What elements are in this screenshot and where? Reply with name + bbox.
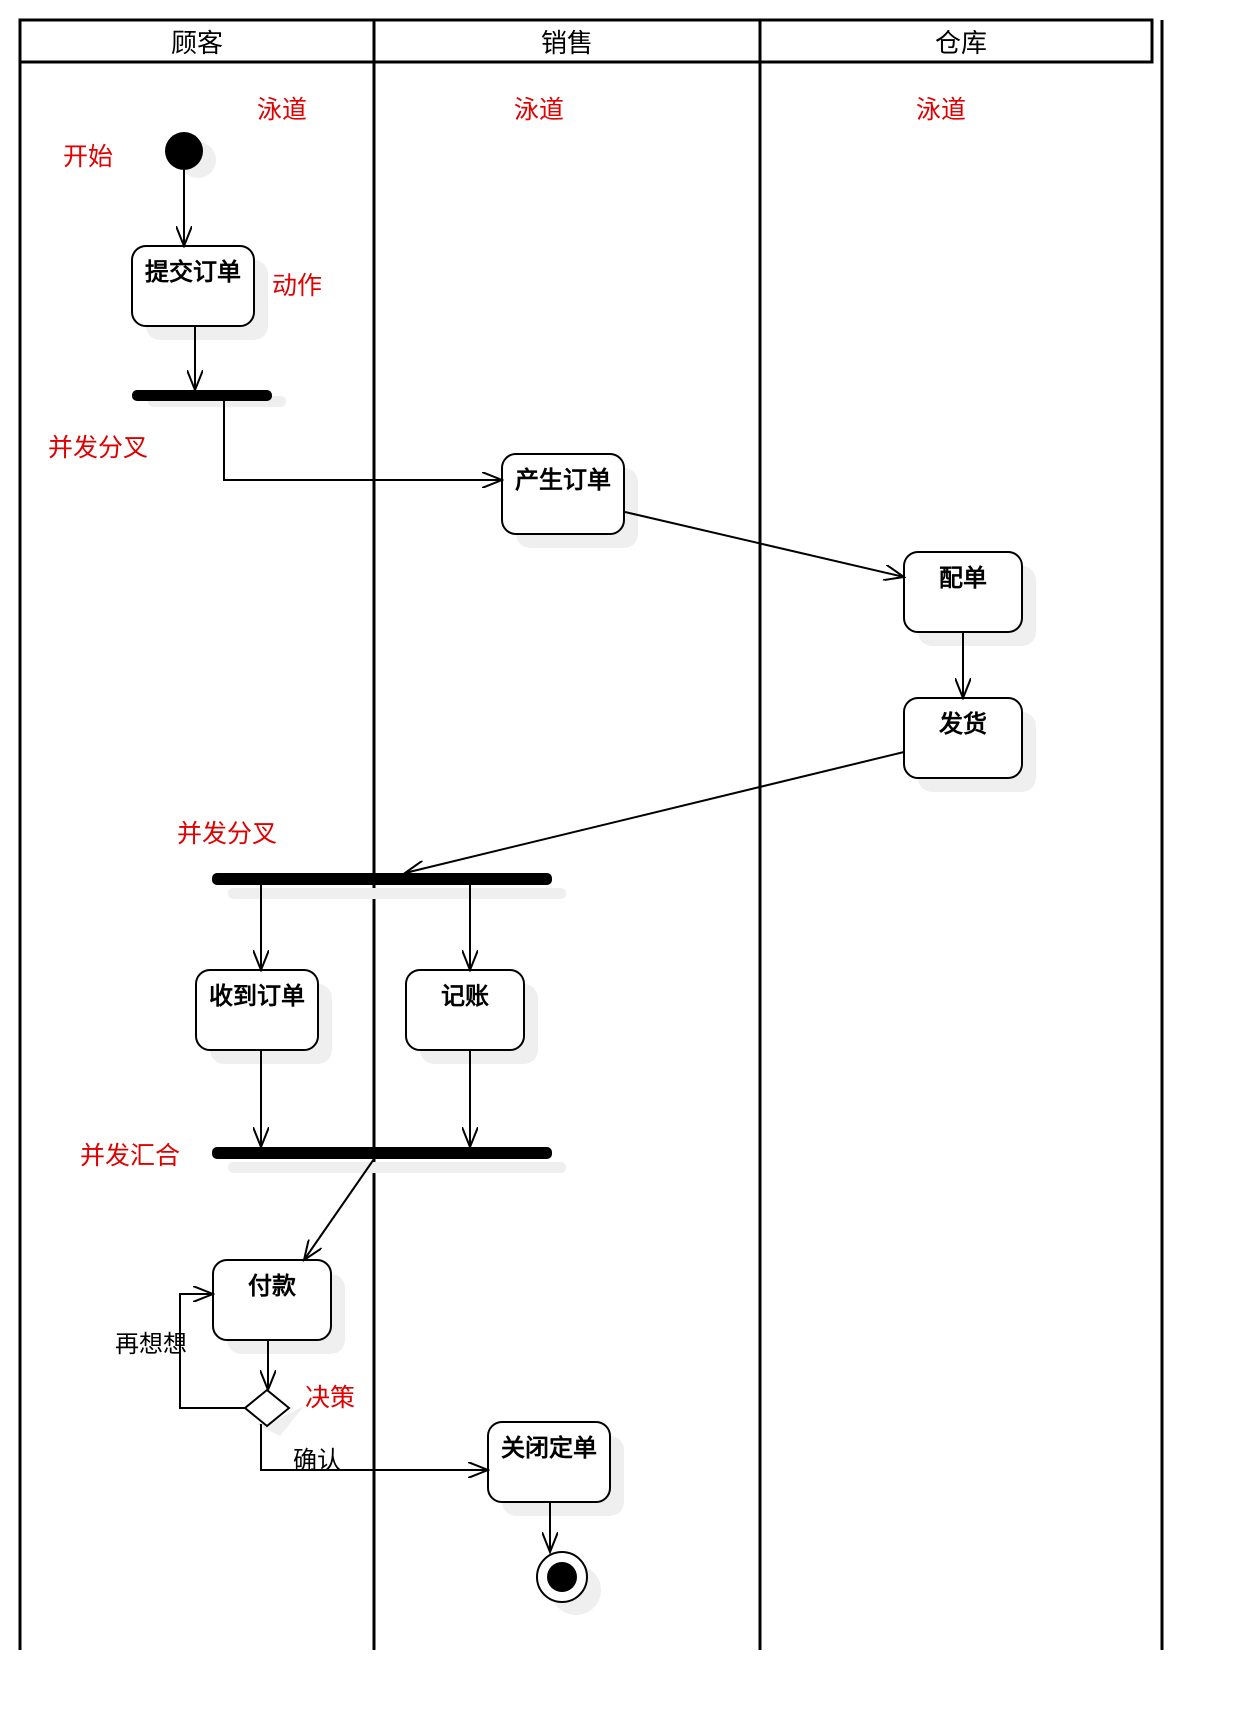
edge-generate-to-allocate xyxy=(624,511,904,577)
swimlane-frame xyxy=(18,18,1164,1650)
action-bookkeeping: 记账 xyxy=(405,969,538,1064)
lane-title-sales: 销售 xyxy=(541,29,593,59)
action-close-order-label: 关闭定单 xyxy=(501,1434,597,1462)
action-receive-order-label: 收到订单 xyxy=(209,982,305,1010)
edge-fork1-to-generate xyxy=(223,401,502,480)
lane-title-customer: 顾客 xyxy=(171,29,223,59)
action-annotation: 动作 xyxy=(272,271,322,300)
action-payment: 付款 xyxy=(212,1259,345,1354)
guard-confirm: 确认 xyxy=(293,1446,341,1474)
guard-reconsider: 再想想 xyxy=(115,1330,187,1358)
fork-annotation-2: 并发分叉 xyxy=(177,819,277,848)
lane-title-warehouse: 仓库 xyxy=(935,29,987,59)
action-allocate-label: 配单 xyxy=(939,564,987,592)
lane-annotation-sales: 泳道 xyxy=(514,95,564,124)
initial-node xyxy=(165,132,203,170)
action-generate-order-label: 产生订单 xyxy=(515,466,611,494)
action-submit-order-label: 提交订单 xyxy=(145,258,241,286)
fork-bar-2 xyxy=(212,873,552,885)
edge-decision-reconsider xyxy=(179,1294,245,1409)
action-receive-order: 收到订单 xyxy=(195,969,332,1064)
action-ship-label: 发货 xyxy=(938,710,987,738)
fork-bar-1 xyxy=(132,390,272,401)
join-bar-shadow xyxy=(228,1162,566,1173)
start-annotation: 开始 xyxy=(63,142,113,171)
action-allocate: 配单 xyxy=(903,551,1036,646)
fork-annotation-1: 并发分叉 xyxy=(48,433,148,462)
action-bookkeeping-label: 记账 xyxy=(441,982,489,1010)
lane-annotation-customer: 泳道 xyxy=(257,95,307,124)
final-node xyxy=(547,1562,577,1592)
lane-annotation-warehouse: 泳道 xyxy=(916,95,966,124)
action-generate-order: 产生订单 xyxy=(501,453,638,548)
decision-annotation: 决策 xyxy=(305,1383,355,1412)
edge-join-to-payment xyxy=(304,1158,375,1260)
edge-ship-to-fork2 xyxy=(405,751,905,873)
action-close-order: 关闭定单 xyxy=(487,1421,624,1516)
action-payment-label: 付款 xyxy=(248,1272,297,1300)
fork-bar-2-shadow xyxy=(228,888,566,899)
decision-node xyxy=(243,1388,291,1428)
action-submit-order: 提交订单 xyxy=(131,245,268,340)
join-annotation: 并发汇合 xyxy=(80,1141,180,1170)
action-ship: 发货 xyxy=(903,697,1036,792)
edge-decision-confirm xyxy=(260,1424,488,1470)
join-bar xyxy=(212,1147,552,1159)
decision-node-shadow xyxy=(256,1406,304,1436)
